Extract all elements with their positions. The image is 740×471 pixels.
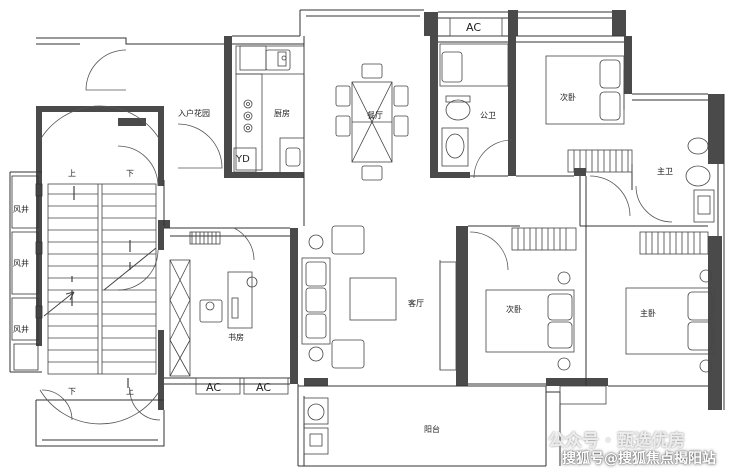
room-label-public-bath: 公卫 xyxy=(480,111,496,120)
shaft-label-2: 风井 xyxy=(13,258,29,268)
stair-label-down-bottom: 下 xyxy=(68,387,76,396)
shaft-label-1: 风井 xyxy=(13,204,29,214)
room-label-kitchen: 厨房 xyxy=(274,108,290,118)
room-label-master-bath: 主卫 xyxy=(657,166,673,176)
stair-label-down-top: 下 xyxy=(126,169,134,178)
room-label-second-bedroom-top: 次卧 xyxy=(560,92,576,102)
stair-label-up-bottom: 上 xyxy=(126,387,134,396)
walls xyxy=(36,10,724,410)
room-label-second-bedroom-mid: 次卧 xyxy=(506,304,522,314)
bedroom-mid-fixtures xyxy=(485,227,577,371)
room-label-living: 客厅 xyxy=(408,298,424,308)
watermark-brand: 公众号 · 甄选优房 xyxy=(548,431,686,451)
master-bath-fixtures xyxy=(685,137,715,223)
ac-label-study-1: AC xyxy=(206,381,221,394)
room-label-study: 书房 xyxy=(228,332,244,342)
shaft-label-3: 风井 xyxy=(13,324,29,334)
washer-label: YD xyxy=(235,154,250,165)
doors xyxy=(39,49,673,425)
master-bedroom-fixtures xyxy=(559,231,715,405)
room-label-dining: 餐厅 xyxy=(367,111,383,120)
watermark-source: 搜狐号@搜狐焦点揭阳站 xyxy=(562,451,716,467)
room-label-master-bedroom: 主卧 xyxy=(640,308,656,318)
room-label-balcony: 阳台 xyxy=(424,424,440,434)
ac-unit-top xyxy=(449,17,503,37)
shafts xyxy=(11,175,43,371)
living-fixtures xyxy=(301,225,457,371)
public-bath-fixtures xyxy=(439,43,509,167)
dining-fixtures xyxy=(335,63,409,181)
study-fixtures xyxy=(169,231,289,395)
bedroom-top-fixtures xyxy=(545,55,633,173)
ac-label-study-2: AC xyxy=(256,381,271,394)
kitchen-fixtures xyxy=(233,45,305,175)
room-label-entry-garden: 入户花园 xyxy=(178,108,210,118)
stair-label-up-top: 上 xyxy=(68,169,76,178)
balcony-fixtures xyxy=(303,397,329,455)
ac-label-top: AC xyxy=(466,21,481,34)
staircase xyxy=(43,183,157,388)
